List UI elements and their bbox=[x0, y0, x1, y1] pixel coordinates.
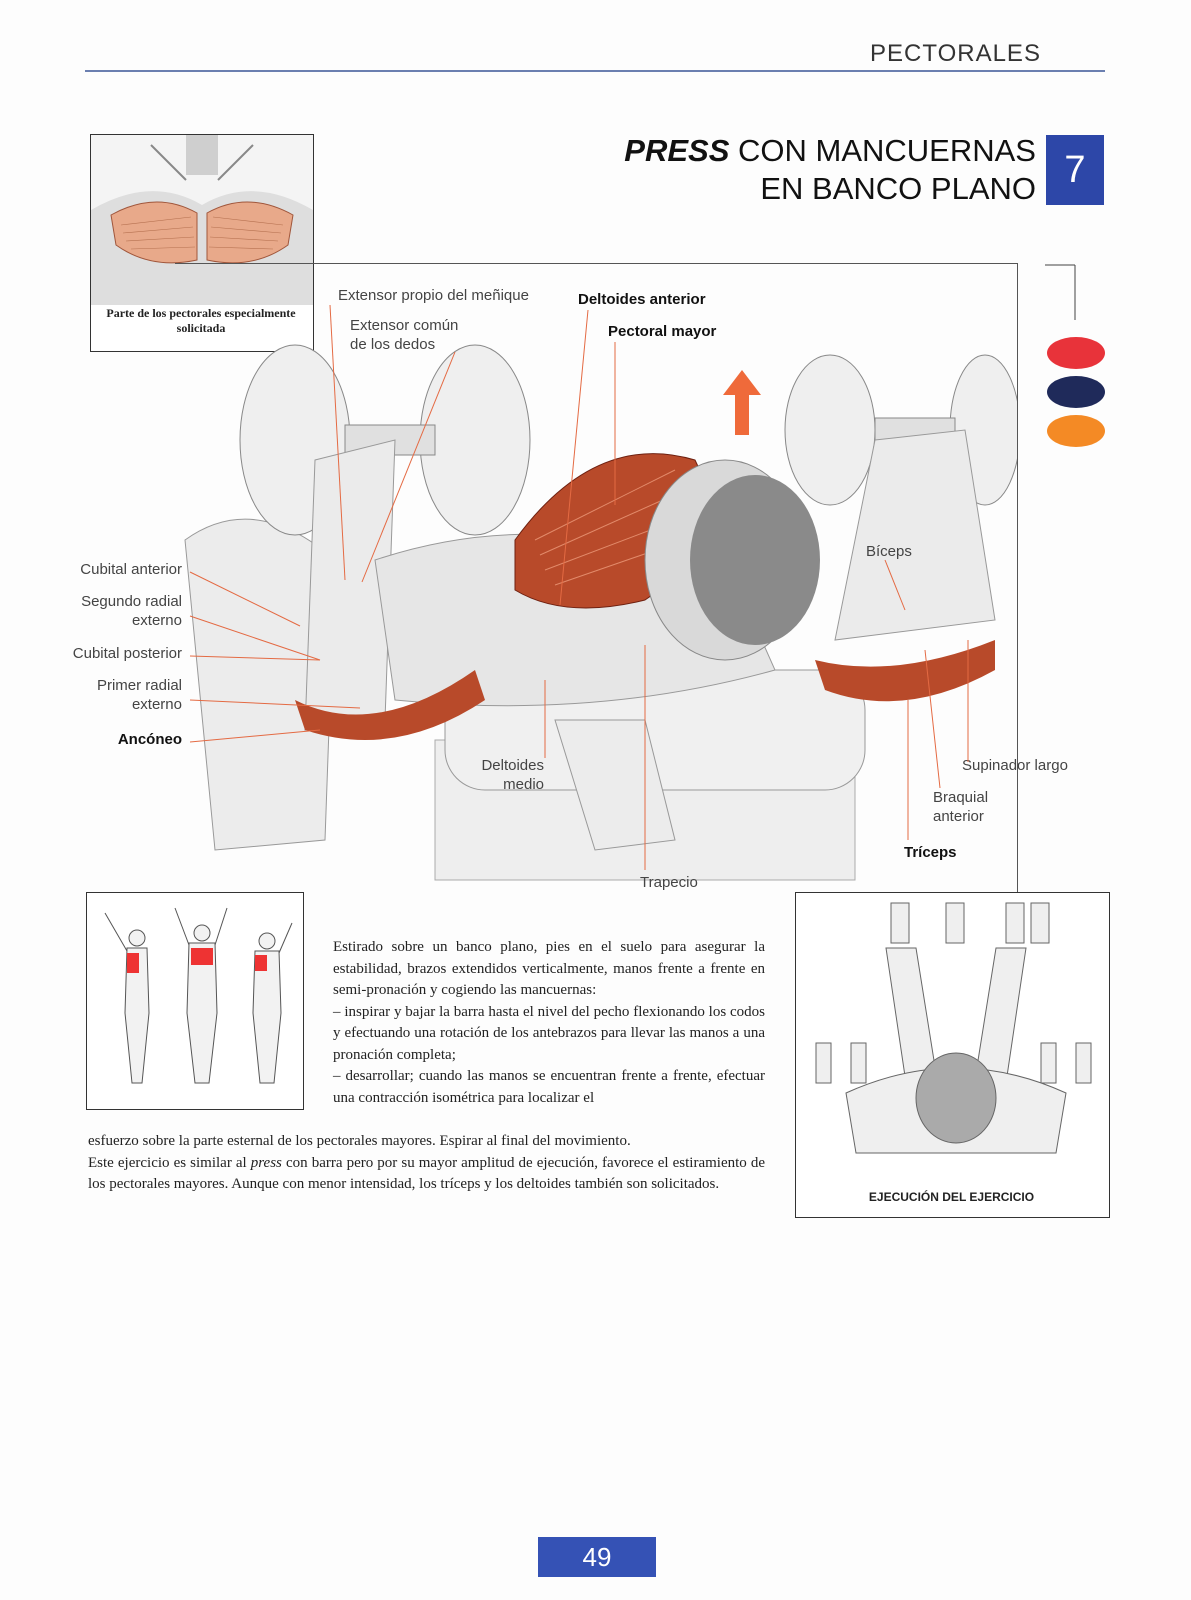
paragraph-5-a: Este ejercicio es similar al bbox=[88, 1154, 251, 1171]
label-segundo-radial-2: externo bbox=[131, 612, 182, 629]
label-supinador: Supinador largo bbox=[962, 757, 1068, 774]
muscle-inset-caption: Parte de los pectorales especialmente so… bbox=[106, 306, 296, 335]
page-number: 49 bbox=[538, 1537, 656, 1577]
paragraph-3: – desarrollar; cuando las manos se encue… bbox=[333, 1068, 765, 1106]
label-primer-radial-1: Primer radial bbox=[96, 677, 182, 694]
label-cubital-posterior: Cubital posterior bbox=[72, 645, 182, 662]
title-line1: CON MANCUERNAS bbox=[729, 133, 1036, 168]
label-cubital-anterior: Cubital anterior bbox=[80, 561, 182, 578]
poses-inset bbox=[86, 892, 304, 1110]
paragraph-5: Este ejercicio es similar al press con b… bbox=[88, 1153, 765, 1196]
legend-orange-dot bbox=[1047, 415, 1105, 447]
title-line2: EN BANCO PLANO bbox=[760, 171, 1036, 206]
label-segundo-radial-1: Segundo radial bbox=[81, 593, 182, 610]
body-text: Estirado sobre un banco plano, pies en e… bbox=[333, 937, 765, 1109]
exercise-title: PRESS CON MANCUERNAS EN BANCO PLANO bbox=[560, 132, 1036, 208]
paragraph-1: Estirado sobre un banco plano, pies en e… bbox=[333, 939, 765, 998]
muscle-inset bbox=[90, 134, 314, 352]
label-pectoral-mayor: Pectoral mayor bbox=[608, 323, 717, 340]
bench-press-illustration bbox=[184, 344, 1017, 881]
chest-anatomy-illustration bbox=[91, 135, 313, 305]
body-text-wide: esfuerzo sobre la parte esternal de los … bbox=[88, 1131, 765, 1196]
legend-red-dot bbox=[1047, 337, 1105, 369]
label-primer-radial-2: externo bbox=[131, 696, 182, 713]
execution-caption: EJECUCIÓN DEL EJERCICIO bbox=[868, 1190, 1035, 1204]
paragraph-4: esfuerzo sobre la parte esternal de los … bbox=[88, 1133, 631, 1149]
label-anconeo: Ancóneo bbox=[117, 731, 182, 748]
label-deltoides-medio-2: medio bbox=[503, 776, 544, 793]
label-extensor-propio: Extensor propio del meñique bbox=[338, 287, 529, 304]
label-extensor-comun-1: Extensor común bbox=[350, 317, 459, 334]
exercise-number-badge: 7 bbox=[1046, 135, 1104, 205]
label-deltoides-anterior: Deltoides anterior bbox=[578, 291, 706, 308]
header-rule bbox=[85, 70, 1105, 72]
paragraph-5-b: con barra pero por su mayor amplitud de … bbox=[88, 1154, 766, 1193]
paragraph-5-italic: press bbox=[250, 1154, 282, 1171]
label-biceps: Bíceps bbox=[866, 543, 912, 560]
label-braquial-2: anterior bbox=[933, 808, 984, 825]
label-braquial-1: Braquial bbox=[933, 789, 989, 806]
legend-navy-dot bbox=[1047, 376, 1105, 408]
label-deltoides-medio-1: Deltoides bbox=[481, 757, 544, 774]
label-triceps: Tríceps bbox=[904, 844, 957, 861]
section-header: PECTORALES bbox=[870, 40, 1041, 67]
title-italic: PRESS bbox=[624, 133, 730, 168]
main-illustration-frame bbox=[175, 263, 1018, 912]
label-trapecio: Trapecio bbox=[640, 874, 698, 891]
anatomy-poses-illustration bbox=[104, 907, 293, 1084]
execution-inset bbox=[795, 892, 1110, 1218]
label-extensor-comun-2: de los dedos bbox=[350, 336, 436, 353]
paragraph-2: – inspirar y bajar la barra hasta el niv… bbox=[333, 1003, 765, 1063]
execution-illustration bbox=[815, 902, 1092, 1154]
